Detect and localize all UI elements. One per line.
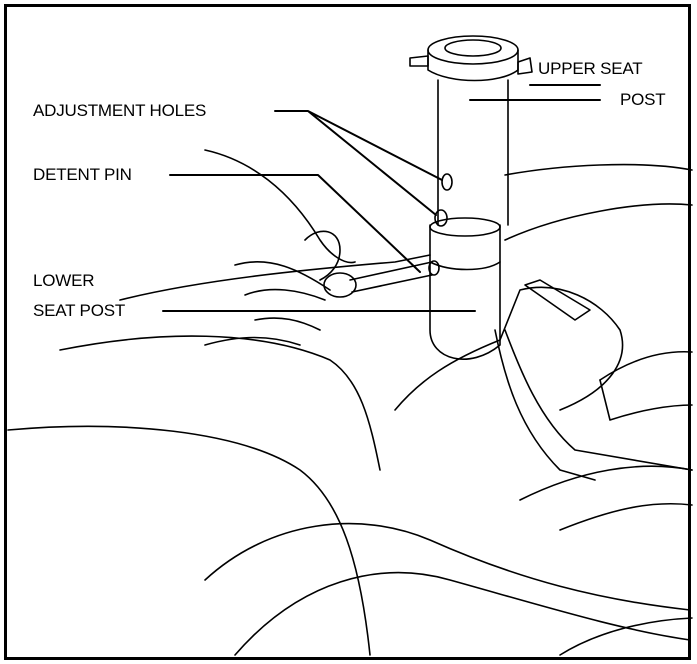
upper-post-top-inner xyxy=(444,39,502,57)
hand-wrist xyxy=(204,336,301,346)
frame-inner-sweep-2 xyxy=(234,571,691,656)
label-upper-seat-post-line1: UPPER SEAT xyxy=(538,59,643,78)
label-lower-seat-post-line1: LOWER xyxy=(33,271,95,290)
shroud-right-panel-2 xyxy=(599,379,693,421)
lower-post-collar-band xyxy=(429,261,501,271)
lower-post-neck xyxy=(494,329,596,481)
shroud-handle-slot xyxy=(524,279,591,321)
shroud-right-panel xyxy=(599,350,693,381)
frame-right-curve-2 xyxy=(559,502,693,531)
leader-adjustment-holes xyxy=(274,110,443,216)
hand-fingers xyxy=(234,261,331,331)
shroud-top-right xyxy=(504,163,693,176)
upper-post-body xyxy=(437,79,509,226)
label-detent-pin: DETENT PIN xyxy=(33,165,132,184)
shroud-top-right-2 xyxy=(504,203,693,241)
lower-post-collar-top xyxy=(429,217,501,237)
frame-inner-sweep xyxy=(204,522,691,611)
detent-pin-tip xyxy=(428,260,440,276)
frame-bottom-wheel xyxy=(559,617,693,656)
frame-left-sweep xyxy=(7,425,371,656)
leader-upper-seat-post xyxy=(469,84,601,101)
pin-knob xyxy=(323,272,357,298)
upper-post-cap-side xyxy=(427,49,519,82)
lower-post-body xyxy=(429,224,501,360)
detent-pin-shaft xyxy=(349,261,433,293)
frame-body-lower-curve xyxy=(59,335,381,471)
frame-body-outline xyxy=(119,254,431,301)
leader-detent-pin xyxy=(169,174,421,273)
label-adjustment-holes: ADJUSTMENT HOLES xyxy=(33,101,207,120)
label-lower-seat-post-line2: SEAT POST xyxy=(33,301,126,320)
shroud-left xyxy=(394,286,624,411)
hand-outline xyxy=(204,149,356,264)
adjustment-hole-lower xyxy=(434,209,448,227)
label-upper-seat-post-line2: POST xyxy=(620,90,666,109)
adjustment-hole-upper xyxy=(441,173,453,191)
hand-thumb xyxy=(304,230,341,281)
figure-frame xyxy=(4,4,691,660)
lower-post-neck-2 xyxy=(504,329,693,471)
upper-post-tab-left xyxy=(409,55,429,67)
frame-right-curve xyxy=(519,465,693,501)
upper-post-tab-right xyxy=(517,57,533,75)
